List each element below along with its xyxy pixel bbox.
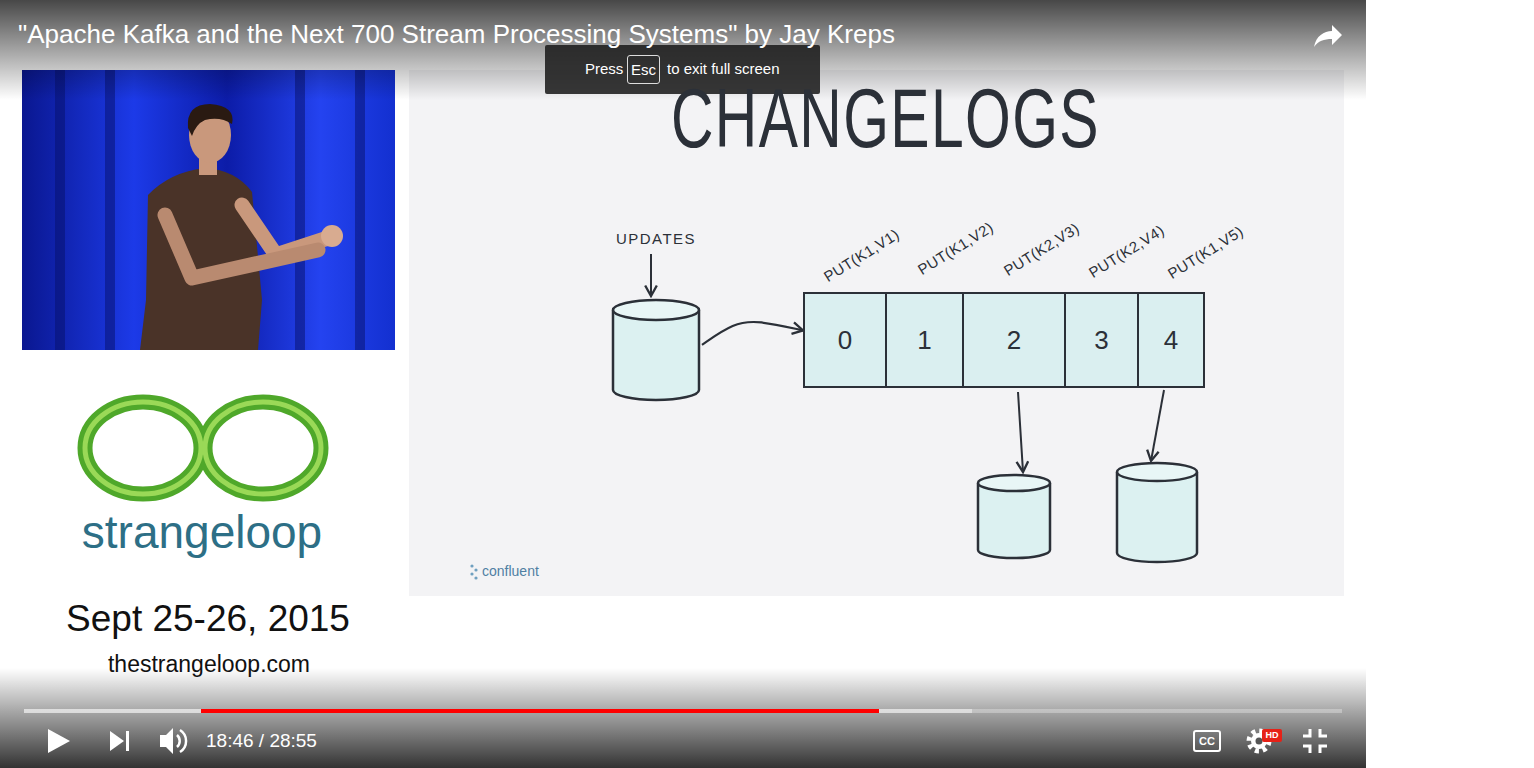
infinity-highlight [85,402,201,494]
progress-buffered [24,709,972,713]
offset-number: 1 [917,326,931,355]
exit-fullscreen-icon [1303,729,1327,753]
slide-heading-box: CHANGELOGS [485,76,1285,160]
store-cylinder-top [978,475,1050,491]
confluent-icon [474,576,477,579]
conference-url: thestrangeloop.com [22,651,396,677]
store-cylinder-top [1117,463,1197,481]
volume-waves [177,730,186,752]
video-title: "Apache Kafka and the Next 700 Stream Pr… [18,20,895,50]
offset-number: 2 [1007,326,1021,355]
player-ground [0,0,1366,768]
log-cell: PUT(K2,V4)3 [1064,292,1139,388]
changelog-arrow [702,322,803,345]
captions-button: CC [1193,730,1221,752]
confluent-icon [474,568,477,571]
slide-ground [409,70,1344,596]
confluent-icon [470,564,473,567]
key-cap: Esc [627,55,660,84]
progress-track [24,709,1342,713]
infinity-highlight [205,402,321,494]
offset-number: 0 [838,326,852,355]
share-icon [1314,25,1342,47]
database-cylinder: UPDATES [610,298,702,402]
log-cell: PUT(K1,V1)0 [803,292,887,388]
log-cell: PUT(K2,V3)2 [962,292,1066,388]
offset-number: 3 [1094,326,1108,355]
progress-played [201,709,879,713]
infinity-logo [85,402,201,494]
tooltip-text: to exit full screen [667,60,780,77]
replica-arrow [1018,392,1023,472]
next-icon-bar [126,731,129,751]
conference-logo-text: strangeloop [22,506,382,559]
play-icon [48,729,70,753]
speaker-hair [188,104,233,136]
confluent-icon [470,572,473,575]
next-icon [110,731,124,751]
curtain-fold [60,70,360,350]
tooltip-text: Press [585,60,623,77]
speaker-video [22,70,395,350]
store-label: UPDATES [616,230,696,248]
infinity-logo [205,402,321,494]
cylinder-outline [610,298,702,402]
cylinder-top [613,300,699,320]
speaker-arm [165,215,318,278]
conference-date: Sept 25-26, 2015 [22,598,394,641]
replica-arrow [1151,390,1164,461]
updates-leader-arrow [650,254,652,296]
bottom-shade [0,668,1366,768]
hd-badge: HD [1262,729,1282,742]
watermark: confluent [482,563,539,579]
volume-icon [160,728,173,754]
store-cylinder [978,483,1050,558]
offset-number: 4 [1164,326,1178,355]
cylinder-body [613,310,699,400]
slide-heading: CHANGELOGS [671,76,1100,160]
log-cell: PUT(K1,V5)4 [1137,292,1205,388]
time-display: 18:46 / 28:55 [206,730,317,752]
speaker-hand [321,225,343,247]
log-cell: PUT(K1,V2)1 [885,292,964,388]
store-cylinder [1117,472,1197,562]
